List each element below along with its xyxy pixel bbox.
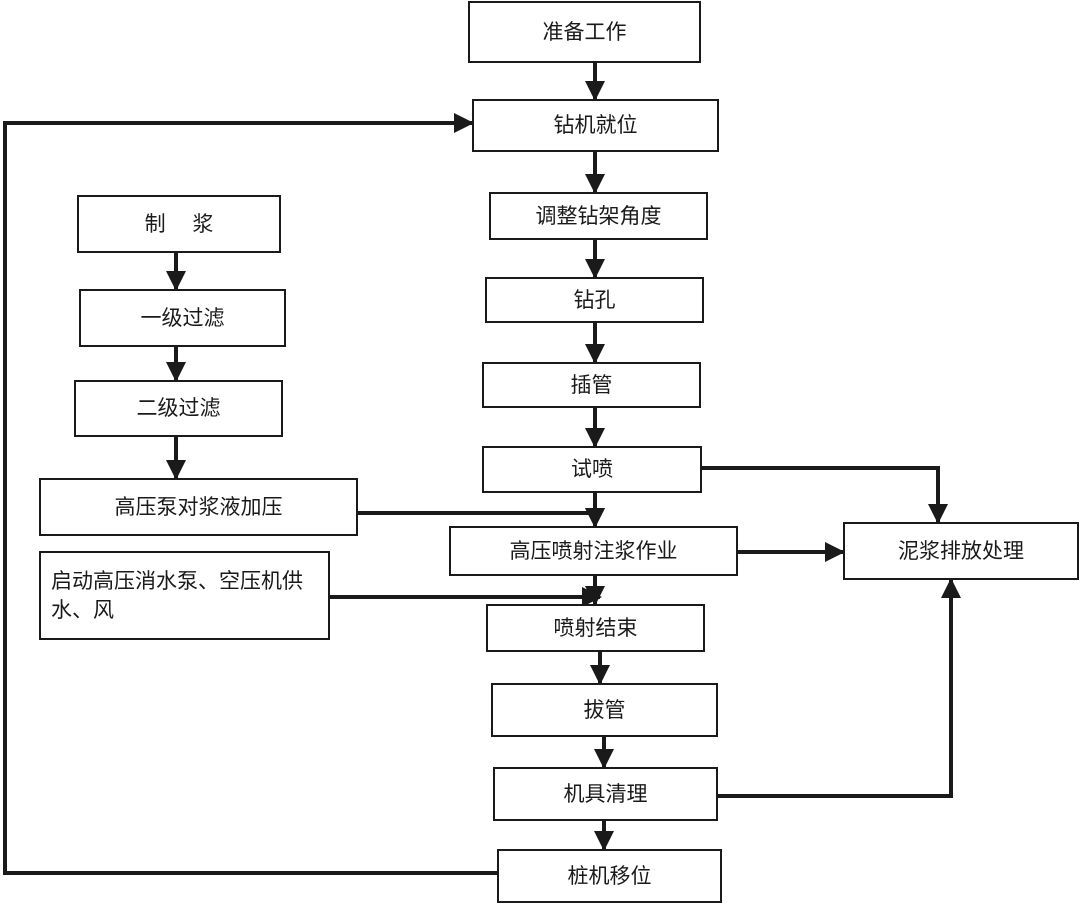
- arrow-clean-to-mud: [718, 578, 961, 798]
- box-adjust-angle: 调整钻架角度: [489, 192, 708, 240]
- box-rig-in-position-label: 钻机就位: [553, 113, 638, 138]
- box-pump-pressurize-label: 高压泵对浆液加压: [114, 494, 283, 519]
- box-mud-disposal-label: 泥浆排放处理: [898, 538, 1024, 563]
- box-prepare-label: 准备工作: [542, 19, 627, 44]
- box-rig-in-position: 钻机就位: [472, 99, 719, 152]
- box-pile-rig-relocation: 桩机移位: [497, 849, 722, 903]
- box-trial-spray: 试喷: [482, 446, 702, 493]
- box-pull-pipe-label: 拔管: [583, 697, 626, 722]
- box-start-water-air: 启动高压消水泵、空压机供 水、风: [39, 551, 330, 640]
- box-drilling: 钻孔: [485, 277, 704, 323]
- arrow-trial-to-mud: [702, 466, 948, 524]
- box-adjust-angle-label: 调整钻架角度: [535, 203, 662, 228]
- box-prepare: 准备工作: [468, 1, 701, 63]
- box-equipment-cleaning: 机具清理: [493, 767, 718, 821]
- arrow-pump-to-grouting: [358, 508, 605, 528]
- box-drilling-label: 钻孔: [573, 287, 616, 312]
- box-make-slurry: 制 浆: [77, 195, 281, 253]
- box-pump-pressurize: 高压泵对浆液加压: [39, 478, 358, 536]
- box-first-filter: 一级过滤: [79, 289, 286, 347]
- box-pile-rig-relocation-label: 桩机移位: [567, 863, 652, 888]
- box-spray-end-label: 喷射结束: [553, 615, 638, 640]
- box-mud-disposal: 泥浆排放处理: [843, 522, 1079, 580]
- box-first-filter-label: 一级过滤: [140, 305, 225, 330]
- box-trial-spray-label: 试喷: [571, 457, 613, 482]
- arrow-relocate-loop-to-rig: [3, 113, 497, 875]
- box-insert-pipe: 插管: [482, 362, 701, 408]
- box-high-pressure-grouting: 高压喷射注浆作业: [449, 526, 738, 576]
- box-spray-end: 喷射结束: [486, 604, 705, 652]
- box-make-slurry-label: 制 浆: [144, 211, 214, 236]
- box-start-water-air-label: 启动高压消水泵、空压机供 水、风: [51, 569, 303, 622]
- box-second-filter-label: 二级过滤: [136, 396, 221, 421]
- box-insert-pipe-label: 插管: [570, 372, 613, 397]
- box-pull-pipe: 拔管: [491, 683, 718, 737]
- box-equipment-cleaning-label: 机具清理: [563, 781, 648, 806]
- box-high-pressure-grouting-label: 高压喷射注浆作业: [509, 538, 678, 563]
- box-second-filter: 二级过滤: [74, 380, 283, 437]
